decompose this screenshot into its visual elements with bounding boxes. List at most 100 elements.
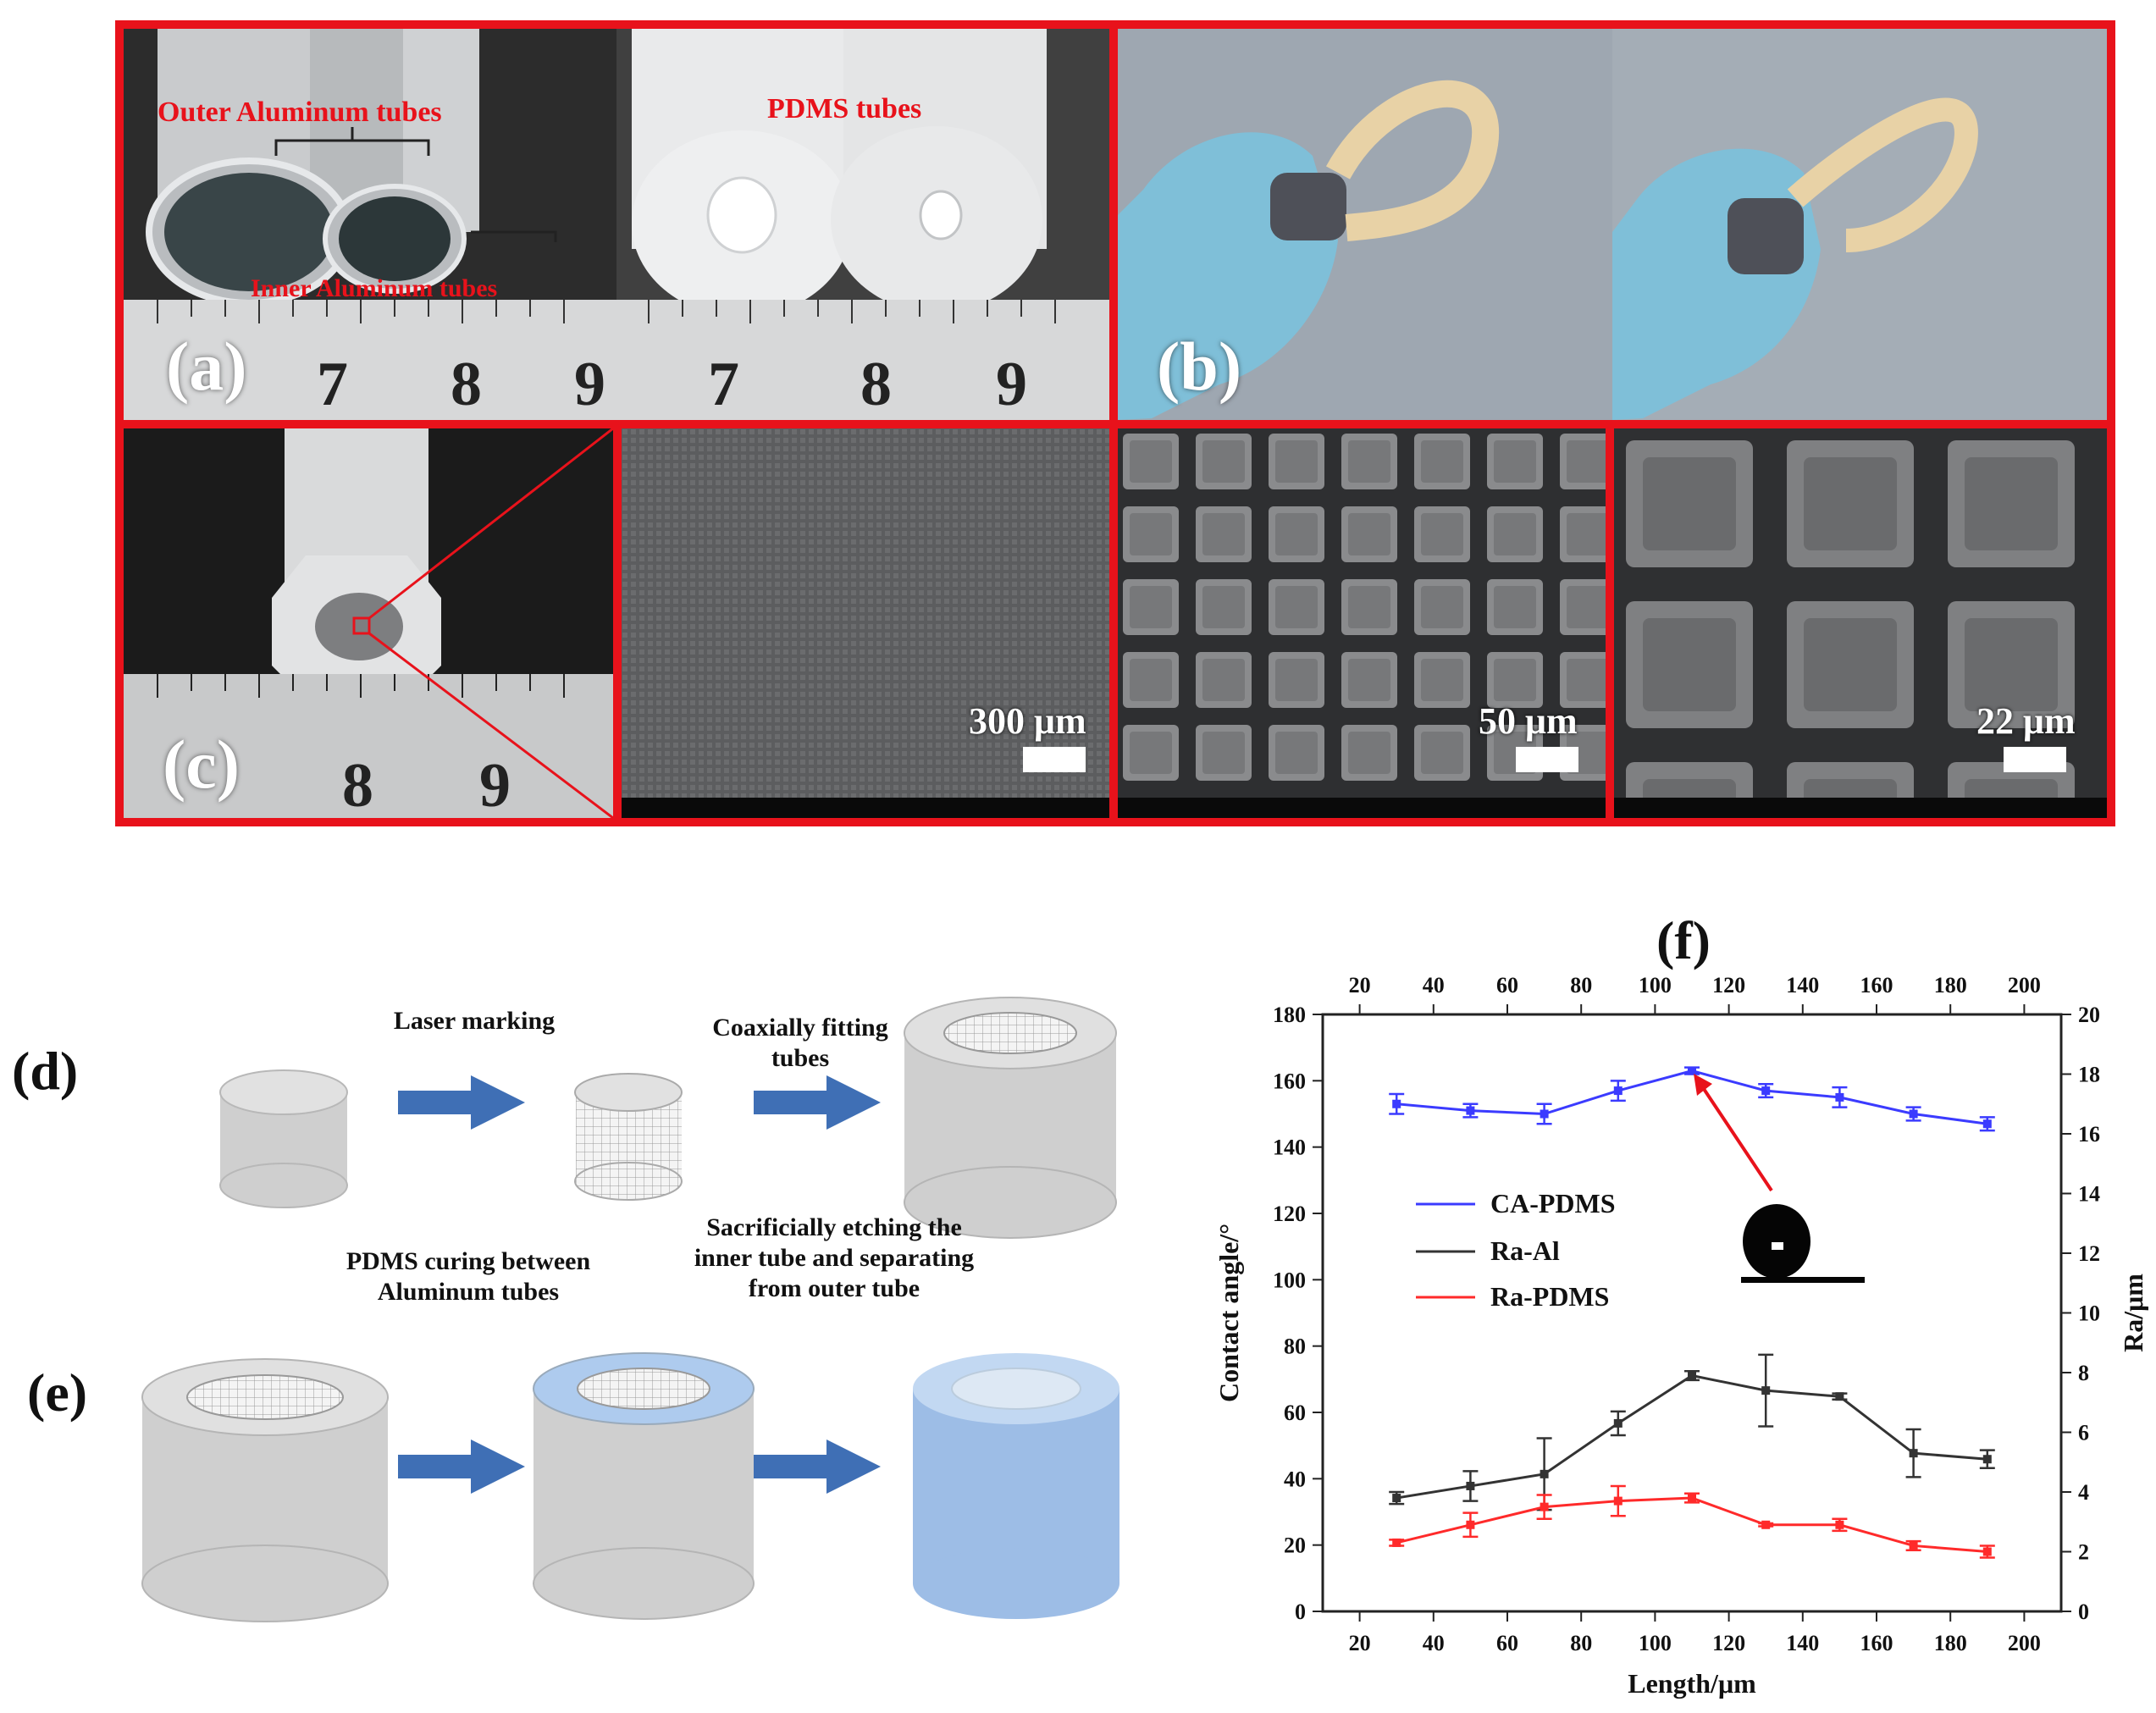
y-tick-label: 140 xyxy=(1273,1136,1306,1160)
inner-aluminum-tubes-label: Inner Aluminum tubes xyxy=(251,274,498,302)
ra-pdms-point xyxy=(1688,1494,1696,1503)
y2-tick-label: 10 xyxy=(2078,1301,2100,1326)
panel-a-photo: Outer Aluminum tubes Inner Aluminum tube… xyxy=(124,29,1109,420)
coaxially-fitting-text: Coaxially fitting tubes xyxy=(712,1014,888,1072)
sem-info-strip xyxy=(1118,798,1606,818)
ca-pdms-line xyxy=(1396,1069,1988,1125)
x-tick-label-top: 20 xyxy=(1349,973,1371,997)
ra-al-point xyxy=(1761,1386,1771,1395)
y-tick-label: 60 xyxy=(1284,1401,1306,1425)
x-tick-label: 80 xyxy=(1570,1631,1592,1655)
panel-c-label: (c) xyxy=(163,726,240,803)
x-tick-label-top: 100 xyxy=(1639,973,1672,997)
aluminum-rod xyxy=(219,1069,348,1208)
y2-tick-label: 12 xyxy=(2078,1241,2100,1266)
y-tick-label: 160 xyxy=(1273,1069,1306,1093)
sem-image-50um: 50 μm xyxy=(1118,428,1606,818)
scale-bar xyxy=(1023,747,1086,772)
legend-label: Ra-Al xyxy=(1490,1235,1560,1266)
coaxial-tubes-before-curing xyxy=(141,1358,389,1622)
ra-al-point xyxy=(1613,1418,1623,1428)
ca-pdms-point xyxy=(1835,1092,1844,1102)
ca-pdms-point xyxy=(1909,1109,1918,1119)
y-tick-label: 80 xyxy=(1284,1334,1306,1359)
ra-al-line xyxy=(1396,1373,1987,1500)
x-tick-label: 160 xyxy=(1860,1631,1893,1655)
ruler-number: 9 xyxy=(574,350,605,419)
ca-pdms-point xyxy=(1613,1086,1623,1096)
panel-a-label: (a) xyxy=(166,328,247,405)
etching-arrow xyxy=(754,1439,881,1494)
laser-marked-rod xyxy=(574,1073,683,1201)
y-tick-label: 180 xyxy=(1273,1003,1306,1027)
pdms-cured-tubes xyxy=(533,1352,755,1620)
ra-pdms-point xyxy=(1909,1541,1918,1550)
scale-bar xyxy=(2004,747,2066,772)
panel-e-label: (e) xyxy=(27,1362,88,1423)
y-tick-label: 120 xyxy=(1273,1202,1306,1226)
ra-pdms-line xyxy=(1396,1496,1987,1553)
inset-pointer-arrow xyxy=(1702,1087,1773,1192)
scale-bar-label: 300 μm xyxy=(969,700,1086,742)
panel-b-label: (b) xyxy=(1157,328,1242,405)
sem-info-strip xyxy=(1614,798,2107,818)
legend-label: CA-PDMS xyxy=(1490,1188,1616,1218)
ra-al-point xyxy=(1466,1481,1475,1490)
coaxial-fitting-arrow xyxy=(754,1075,881,1130)
panel-c-photo: (c) 8 9 xyxy=(124,428,613,818)
x-tick-label: 140 xyxy=(1786,1631,1819,1655)
final-pdms-tube xyxy=(913,1353,1119,1619)
panel-a-brackets xyxy=(274,127,557,242)
laser-marking-arrow xyxy=(398,1075,525,1130)
ra-al-point xyxy=(1540,1469,1549,1478)
ra-pdms-point xyxy=(1761,1520,1771,1529)
x-axis-label: Length/μm xyxy=(1628,1668,1756,1699)
y-tick-label: 100 xyxy=(1273,1268,1306,1292)
ra-pdms-point xyxy=(1466,1520,1475,1529)
y-tick-label: 40 xyxy=(1284,1467,1306,1491)
sem-image-22um: 22 μm xyxy=(1614,428,2107,818)
y2-tick-label: 4 xyxy=(2078,1480,2089,1505)
aluminum-and-pdms-tubes-illustration xyxy=(124,29,1109,420)
ruler-number: 9 xyxy=(996,350,1027,419)
pdms-tube-cross-section-illustration xyxy=(124,428,613,818)
x-tick-label-top: 60 xyxy=(1496,973,1518,997)
droplet-substrate xyxy=(1741,1277,1865,1283)
laser-marking-text: Laser marking xyxy=(393,1007,556,1035)
sem-image-300um: 300 μm xyxy=(622,428,1109,818)
scale-bar-label: 50 μm xyxy=(1479,700,1578,742)
y2-tick-label: 20 xyxy=(2078,1003,2100,1027)
panel-b-photo: (b) xyxy=(1118,29,2107,420)
x-tick-label-top: 200 xyxy=(2008,973,2041,997)
y2-axis-label: Ra/μm xyxy=(2118,1274,2148,1352)
water-droplet-icon xyxy=(1743,1204,1810,1279)
y2-tick-label: 8 xyxy=(2078,1361,2089,1385)
ra-al-point xyxy=(1909,1449,1918,1458)
y-axis-label: Contact angle/° xyxy=(1213,1224,1244,1402)
scale-bar xyxy=(1516,747,1578,772)
x-tick-label: 180 xyxy=(1934,1631,1967,1655)
pdms-curing-text: PDMS curing between Aluminum tubes xyxy=(346,1247,591,1306)
ruler-number: 8 xyxy=(342,751,373,818)
chart-svg: (f)2020404060608080100100120120140140160… xyxy=(1213,910,2148,1699)
ruler-number: 7 xyxy=(317,350,348,419)
legend-label: Ra-PDMS xyxy=(1490,1281,1609,1312)
y2-tick-label: 0 xyxy=(2078,1600,2089,1624)
ruler-number: 9 xyxy=(479,751,511,818)
ruler-number: 8 xyxy=(451,350,482,419)
ca-pdms-point xyxy=(1688,1066,1696,1075)
x-tick-label: 100 xyxy=(1639,1631,1672,1655)
ruler-number: 7 xyxy=(708,350,739,419)
y2-tick-label: 14 xyxy=(2078,1182,2100,1207)
ca-pdms-point xyxy=(1540,1109,1549,1119)
gloved-hand-bending-tube-illustration xyxy=(1118,29,2107,420)
coaxial-tubes xyxy=(904,997,1117,1239)
ra-al-point xyxy=(1392,1494,1401,1503)
pdms-tubes-label: PDMS tubes xyxy=(767,93,922,124)
x-tick-label-top: 120 xyxy=(1712,973,1745,997)
ra-pdms-point xyxy=(1835,1520,1844,1529)
x-tick-label-top: 160 xyxy=(1860,973,1893,997)
plot-frame xyxy=(1321,1013,2063,1613)
x-tick-label: 120 xyxy=(1712,1631,1745,1655)
x-tick-label-top: 140 xyxy=(1786,973,1819,997)
